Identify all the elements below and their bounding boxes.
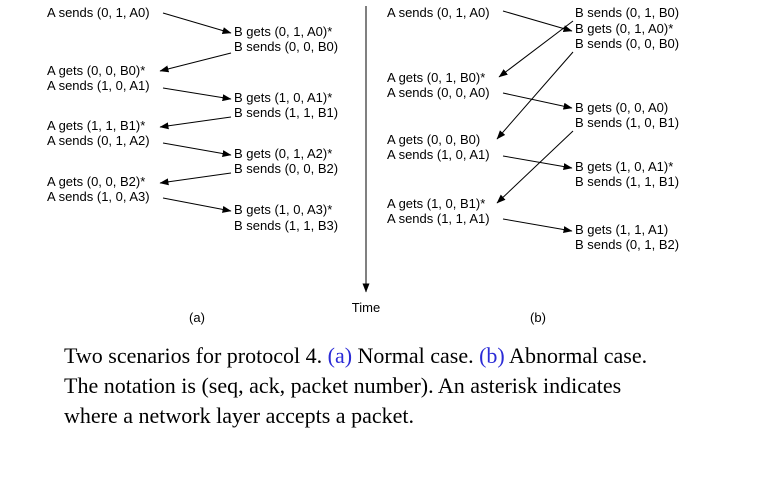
a-label-b-sends-b2: B sends (0, 0, B2) (234, 161, 338, 176)
caption-text-1c: Abnormal case. (504, 343, 648, 368)
b-label-b-sends-b1-second: B sends (1, 1, B1) (575, 174, 679, 189)
caption-text-1a: Two scenarios for protocol 4. (64, 343, 328, 368)
b-label-a-gets-b0: A gets (0, 1, B0)* (387, 70, 485, 85)
time-label: Time (352, 300, 380, 315)
caption-line-1: Two scenarios for protocol 4. (a) Normal… (64, 341, 764, 371)
b-arrow-b0-first-to-a (498, 20, 574, 78)
b-arrow-b0-to-a (496, 51, 574, 140)
caption-line-2: The notation is (seq, ack, packet number… (64, 373, 622, 398)
a-label-a-gets-b2: A gets (0, 0, B2)* (47, 174, 145, 189)
b-arrow-a0-to-b (502, 10, 573, 32)
a-label-b-gets-a2: B gets (0, 1, A2)* (234, 146, 332, 161)
caption-text-1b: Normal case. (352, 343, 480, 368)
a-arrow-a3-to-b (162, 197, 232, 213)
b-label-b-sends-b2: B sends (0, 1, B2) (575, 237, 679, 252)
a-label-b-sends-b0: B sends (0, 0, B0) (234, 39, 338, 54)
b-arrow-b1-to-a (496, 130, 574, 204)
b-label-b-sends-b0-first: B sends (0, 1, B0) (575, 5, 679, 20)
b-label-b-gets-a1: B gets (1, 0, A1)* (575, 159, 673, 174)
scenario-a-label: (a) (189, 310, 205, 325)
b-arrow-a0-dup-to-b (502, 92, 573, 110)
a-label-b-sends-b3: B sends (1, 1, B3) (234, 218, 338, 233)
protocol-timing-diagram: A sends (0, 1, A0) B gets (0, 1, A0)* B … (47, 5, 679, 325)
a-label-a-sends-a0: A sends (0, 1, A0) (47, 5, 150, 20)
a-label-a-gets-b0: A gets (0, 0, B0)* (47, 63, 145, 78)
b-arrow-a1-second-to-b (502, 218, 573, 233)
a-arrow-b1-to-a (159, 116, 232, 130)
a-label-a-sends-a3: A sends (1, 0, A3) (47, 189, 150, 204)
a-arrow-a0-to-b (162, 12, 232, 34)
a-label-a-sends-a1: A sends (1, 0, A1) (47, 78, 150, 93)
a-arrow-b2-to-a (159, 172, 232, 186)
b-label-a-sends-a0-dup: A sends (0, 0, A0) (387, 85, 490, 100)
a-arrow-a2-to-b (162, 142, 232, 157)
a-label-b-sends-b1: B sends (1, 1, B1) (234, 105, 338, 120)
a-label-a-gets-b1: A gets (1, 1, B1)* (47, 118, 145, 133)
a-arrow-a1-to-b (162, 87, 232, 102)
b-label-b-gets-a0-dup: B gets (0, 0, A0) (575, 100, 668, 115)
caption-ref-a: (a) (327, 343, 353, 368)
a-label-b-gets-a1: B gets (1, 0, A1)* (234, 90, 332, 105)
a-label-a-sends-a2: A sends (0, 1, A2) (47, 133, 150, 148)
b-label-a-sends-a0: A sends (0, 1, A0) (387, 5, 490, 20)
b-label-b-gets-a0: B gets (0, 1, A0)* (575, 21, 673, 36)
b-label-a-sends-a1: A sends (1, 0, A1) (387, 147, 490, 162)
a-label-b-gets-a0: B gets (0, 1, A0)* (234, 24, 332, 39)
b-label-a-sends-a1-second: A sends (1, 1, A1) (387, 211, 490, 226)
b-label-a-gets-b1: A gets (1, 0, B1)* (387, 196, 485, 211)
b-label-b-sends-b1: B sends (1, 0, B1) (575, 115, 679, 130)
caption-ref-b: (b) (479, 343, 505, 368)
b-label-b-gets-a1-second: B gets (1, 1, A1) (575, 222, 668, 237)
scenario-b-label: (b) (530, 310, 546, 325)
b-label-b-sends-b0: B sends (0, 0, B0) (575, 36, 679, 51)
a-label-b-gets-a3: B gets (1, 0, A3)* (234, 202, 332, 217)
b-arrow-a1-to-b (502, 155, 573, 170)
b-label-a-gets-b0-dup: A gets (0, 0, B0) (387, 132, 480, 147)
figure-caption: Two scenarios for protocol 4. (a) Normal… (64, 341, 764, 431)
a-arrow-b0-to-a (159, 52, 232, 73)
caption-line-3: where a network layer accepts a packet. (64, 403, 414, 428)
